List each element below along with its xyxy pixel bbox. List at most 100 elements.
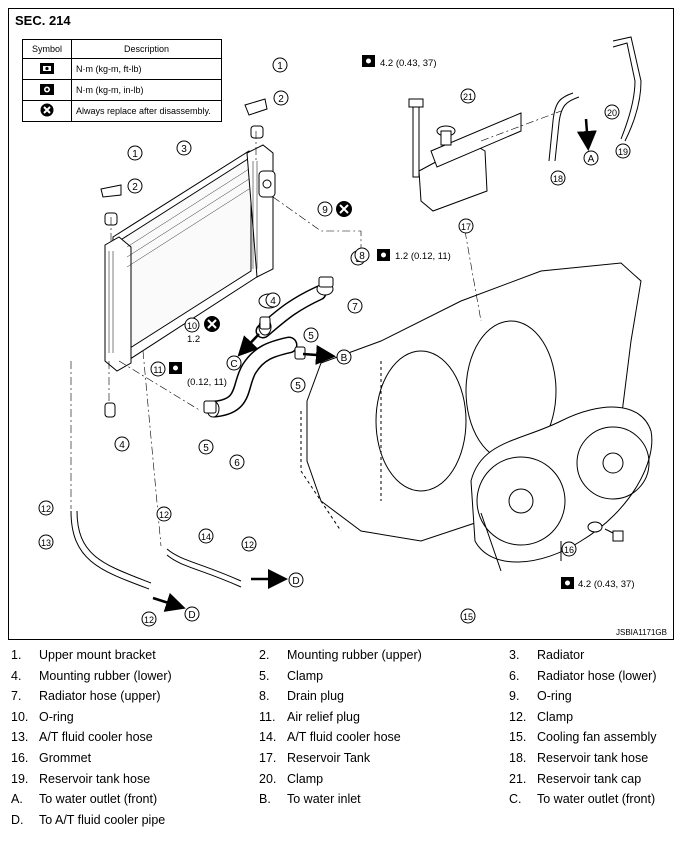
callout-21: 21 [460, 88, 476, 104]
callout-2: 2 [273, 90, 289, 106]
svg-text:12: 12 [41, 504, 51, 514]
callout-17: 17 [458, 218, 474, 234]
callout-1: 1 [272, 57, 288, 73]
legend-key: 7. [11, 689, 22, 704]
callout-A: A [583, 150, 599, 166]
svg-text:19: 19 [618, 147, 628, 157]
callout-B: B [336, 349, 352, 365]
callout-2: 2 [127, 178, 143, 194]
legend-key: C. [509, 792, 522, 807]
callout-16: 16 [561, 541, 577, 557]
diagram-frame: SEC. 214 Symbol Description N·m (kg-m, f… [8, 8, 674, 640]
legend-label: Radiator hose (lower) [537, 668, 657, 683]
callout-4: 4 [114, 436, 130, 452]
legend-key: 10. [11, 709, 29, 724]
svg-text:15: 15 [463, 612, 473, 622]
legend-label: Cooling fan assembly [537, 730, 657, 745]
callout-3: 3 [176, 140, 192, 156]
svg-text:17: 17 [461, 222, 471, 232]
legend-label: To water inlet [287, 792, 361, 807]
callout-D: D [184, 606, 200, 622]
callout-4: 4 [265, 292, 281, 308]
legend-label: Reservoir Tank [287, 750, 371, 765]
callout-7: 7 [347, 298, 363, 314]
callout-15: 15 [460, 608, 476, 624]
legend-label: Drain plug [287, 689, 344, 704]
section-title: SEC. 214 [15, 13, 71, 28]
svg-text:1: 1 [277, 61, 283, 72]
legend-key: 5. [259, 668, 270, 683]
callout-C: C [226, 355, 242, 371]
legend-key: 4. [11, 668, 22, 683]
legend-label: Upper mount bracket [39, 648, 156, 662]
torque-wrench-filled-icon [22, 79, 72, 101]
svg-text:3: 3 [181, 144, 187, 155]
svg-text:9: 9 [322, 205, 328, 216]
callout-18: 18 [550, 170, 566, 186]
exploded-view-diagram: 4.2 (0.43, 37) 1.2 (0.12, 11) 1.2 (0.12,… [38, 36, 653, 627]
legend-label: Radiator hose (upper) [39, 689, 161, 704]
direction-arrow [152, 118, 597, 612]
legend-key: A. [11, 792, 23, 807]
legend-key: 9. [509, 689, 520, 704]
legend-key: 6. [509, 668, 520, 683]
svg-text:4: 4 [119, 440, 125, 451]
torque-spec: 1.2 [187, 334, 200, 345]
torque-spec: (0.12, 11) [187, 377, 227, 388]
legend-label: Air relief plug [287, 709, 360, 724]
svg-text:12: 12 [144, 615, 154, 625]
grommet [587, 521, 624, 542]
torque-spec: 4.2 (0.43, 37) [380, 58, 437, 69]
legend-key: 13. [11, 730, 29, 745]
svg-text:D: D [188, 610, 195, 621]
legend-label: O-ring [39, 709, 74, 724]
svg-text:A: A [588, 154, 595, 165]
svg-text:2: 2 [132, 182, 138, 193]
legend-key: 15. [509, 730, 527, 745]
legend-label: Reservoir tank hose [39, 771, 151, 786]
callout-13: 13 [38, 534, 54, 550]
callout-8: 8 [354, 247, 370, 263]
svg-text:B: B [341, 353, 348, 364]
svg-text:16: 16 [564, 545, 574, 555]
at-fluid-cooler-hose [70, 510, 242, 590]
svg-text:20: 20 [607, 108, 617, 118]
legend-key: 18. [509, 750, 527, 765]
radiator [104, 144, 276, 372]
figure-code: JSBIA1171GB [616, 628, 667, 637]
torque-wrench-icon [169, 55, 574, 589]
svg-text:7: 7 [352, 302, 358, 313]
torque-spec: 4.2 (0.43, 37) [578, 579, 635, 590]
leader-lines [70, 110, 562, 547]
legend-label: Reservoir tank cap [537, 771, 642, 786]
svg-text:14: 14 [201, 532, 211, 542]
callout-20: 20 [604, 104, 620, 120]
legend-key: 1. [11, 648, 22, 662]
clamp [203, 276, 334, 414]
legend-label: Reservoir tank hose [537, 750, 649, 765]
callout-12: 12 [38, 500, 54, 516]
legend-label: Mounting rubber (lower) [39, 668, 172, 683]
svg-text:18: 18 [553, 174, 563, 184]
callout-D: D [288, 572, 304, 588]
svg-text:5: 5 [203, 443, 209, 454]
svg-text:8: 8 [359, 251, 365, 262]
legend-key: 14. [259, 730, 277, 745]
legend-label: A/T fluid cooler hose [39, 730, 153, 745]
cooling-fan-assembly [470, 406, 653, 572]
legend-key: B. [259, 792, 271, 807]
callout-11: 11 [150, 361, 166, 377]
svg-text:13: 13 [41, 538, 51, 548]
legend-key: 8. [259, 689, 270, 704]
callout-5: 5 [303, 327, 319, 343]
svg-text:2: 2 [278, 94, 284, 105]
svg-text:10: 10 [187, 321, 197, 331]
svg-text:4: 4 [270, 296, 276, 307]
